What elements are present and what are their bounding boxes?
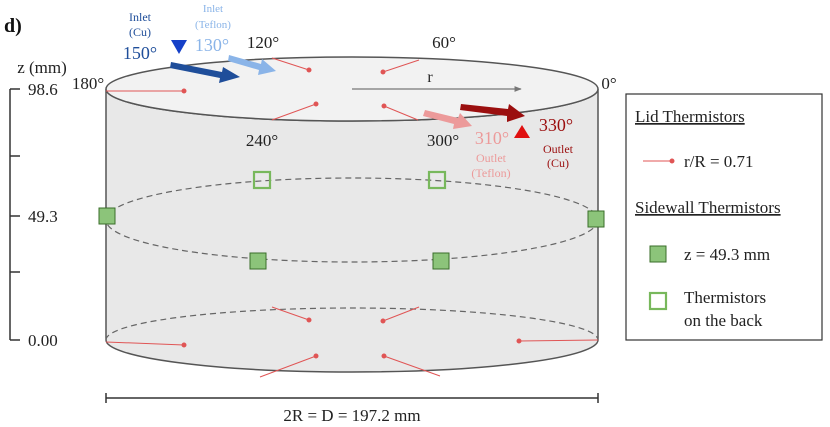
- outlet-cu-angle: 330°: [539, 115, 573, 135]
- angle-120: 120°: [247, 33, 279, 52]
- legend-back-icon: [648, 291, 668, 311]
- legend-sidewall-item: z = 49.3 mm: [684, 245, 770, 264]
- z-tick-98-6: 98.6: [28, 80, 58, 99]
- bottom-thermistors: [105, 306, 599, 378]
- dimension-label: 2R = D = 197.2 mm: [283, 406, 420, 425]
- angle-60: 60°: [432, 33, 456, 52]
- legend-sidewall-icon: [649, 245, 667, 263]
- outlet-teflon-material: (Teflon): [471, 166, 510, 180]
- inlet-cu-angle: 150°: [123, 43, 157, 63]
- sidewall-thermistors: [98, 207, 605, 270]
- legend-sidewall-title: Sidewall Thermistors: [635, 198, 781, 217]
- angle-0: 0°: [601, 74, 616, 93]
- inlet-cu-material: (Cu): [129, 25, 151, 39]
- outlet-teflon-label: Outlet: [476, 151, 507, 165]
- z-axis: [9, 88, 20, 341]
- angle-240: 240°: [246, 131, 278, 150]
- outlet-marker-icon: [514, 125, 530, 138]
- dimension-line: [105, 393, 599, 403]
- angle-300: 300°: [427, 131, 459, 150]
- z-tick-49-3: 49.3: [28, 207, 58, 226]
- z-axis-label: z (mm): [17, 58, 67, 77]
- legend-box: [625, 93, 823, 341]
- inlet-teflon-angle: 130°: [195, 35, 229, 55]
- outlet-teflon-arrow: [423, 110, 472, 129]
- legend-lid-item: r/R = 0.71: [684, 152, 754, 171]
- outlet-cu-arrow: [460, 104, 525, 122]
- inlet-cu-arrow: [170, 62, 240, 83]
- angle-180: 180°: [72, 74, 104, 93]
- bottom-back-edge: [105, 307, 599, 341]
- legend-lid-title: Lid Thermistors: [635, 107, 745, 126]
- inlet-cu-label: Inlet: [129, 10, 152, 24]
- back-thermistors: [252, 170, 447, 190]
- legend-back-item-line2: on the back: [684, 311, 763, 330]
- outlet-cu-label: Outlet: [543, 142, 574, 156]
- radius-label: r: [427, 69, 433, 86]
- outlet-cu-material: (Cu): [547, 156, 569, 170]
- inlet-teflon-arrow: [228, 55, 276, 75]
- legend-back-item-line1: Thermistors: [684, 288, 766, 307]
- inlet-teflon-label: Inlet: [203, 3, 223, 15]
- legend-lid-icon: [643, 158, 675, 164]
- lid-thermistors: [106, 57, 420, 121]
- z-tick-0-00: 0.00: [28, 331, 58, 350]
- panel-label: d): [4, 15, 22, 37]
- outlet-teflon-angle: 310°: [475, 128, 509, 148]
- inlet-teflon-material: (Teflon): [195, 19, 231, 31]
- inlet-marker-icon: [171, 40, 187, 54]
